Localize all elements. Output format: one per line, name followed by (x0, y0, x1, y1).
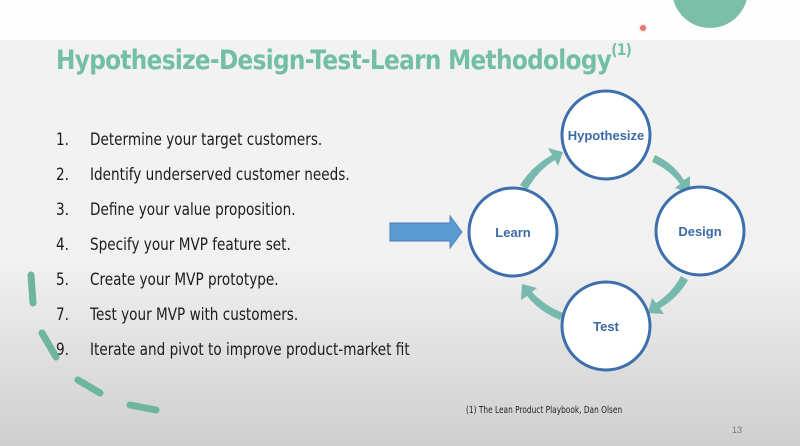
title-text: Hypothesize-Design-Test-Learn Methodolog… (56, 45, 612, 76)
svg-text:Hypothesize: Hypothesize (568, 128, 645, 143)
cycle-node-hypothesize: Hypothesize (560, 89, 652, 181)
cycle-node-design: Design (654, 185, 746, 277)
svg-text:Test: Test (593, 319, 619, 334)
footnote: (1) The Lean Product Playbook, Dan Olsen (466, 405, 623, 416)
step-number: 4. (56, 234, 69, 255)
title-superscript: (1) (611, 40, 632, 59)
step-item: 5. Create your MVP prototype. (56, 262, 490, 297)
cycle-arrows (520, 148, 690, 320)
page-number: 13 (732, 425, 743, 435)
decorative-dashed-arc (27, 271, 160, 414)
step-item: 1. Determine your target customers. (56, 122, 490, 157)
step-text: Iterate and pivot to improve product-mar… (90, 339, 410, 360)
svg-text:Learn: Learn (495, 225, 530, 240)
step-number: 3. (56, 199, 69, 220)
step-item: 4. Specify your MVP feature set. (56, 227, 490, 262)
step-text: Test your MVP with customers. (90, 304, 299, 325)
step-number: 2. (56, 164, 69, 185)
step-item: 7. Test your MVP with customers. (56, 297, 490, 332)
cycle-node-learn: Learn (467, 186, 559, 278)
step-text: Specify your MVP feature set. (90, 234, 291, 255)
step-item: 3. Define your value proposition. (56, 192, 490, 227)
step-number: 1. (56, 129, 69, 150)
slide-title: Hypothesize-Design-Test-Learn Methodolog… (56, 40, 632, 76)
step-text: Identify underserved customer needs. (90, 164, 350, 185)
step-text: Create your MVP prototype. (90, 269, 279, 290)
steps-list: 1. Determine your target customers. 2. Ide… (56, 122, 490, 367)
step-text: Determine your target customers. (90, 129, 323, 150)
step-text: Define your value proposition. (90, 199, 296, 220)
step-number: 7. (56, 304, 69, 325)
cycle-node-test: Test (560, 280, 652, 372)
svg-text:Design: Design (678, 224, 721, 239)
cursor-dot-icon (640, 25, 646, 31)
step-number: 5. (56, 269, 69, 290)
step-item: 2. Identify underserved customer needs. (56, 157, 490, 192)
step-item: 9. Iterate and pivot to improve product-m… (56, 332, 490, 367)
top-band (0, 0, 800, 40)
step-number: 9. (56, 339, 69, 360)
right-arrow-icon (389, 214, 463, 250)
